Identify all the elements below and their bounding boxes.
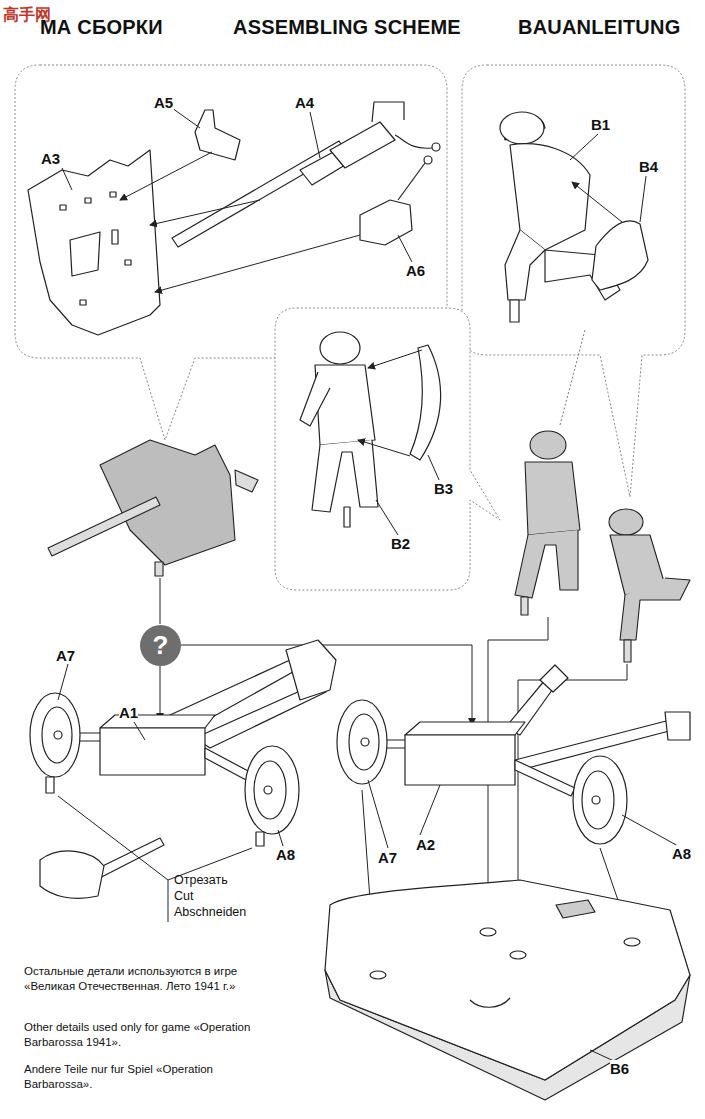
page-title: ASSEMBLING SCHEME xyxy=(233,16,461,39)
part-number: A7 xyxy=(56,647,75,664)
part-number: A2 xyxy=(416,836,435,853)
watermark: 高手网 xyxy=(3,6,51,24)
part-number: B1 xyxy=(590,116,611,133)
header-text: МА СБОРКИ xyxy=(40,16,163,39)
callout-bubble: B3B2 xyxy=(275,308,470,590)
footnote: Other details used only for game «Operat… xyxy=(24,1020,289,1050)
part-number: A6 xyxy=(405,262,426,279)
footnote: Остальные детали используются в игре «Ве… xyxy=(24,964,274,994)
part-number: A1 xyxy=(119,704,138,721)
header-text: BAUANLEITUNG xyxy=(518,16,680,39)
cut-note: Cut xyxy=(174,889,193,903)
cut-note: Abschneiden xyxy=(174,905,246,919)
part-number: A8 xyxy=(672,845,691,862)
part-number: A8 xyxy=(276,846,295,863)
question-circle: ? xyxy=(140,625,181,666)
callout-bubble: B1B4 xyxy=(462,65,685,355)
cut-note: Отрезать xyxy=(174,873,228,887)
question-mark: ? xyxy=(152,631,170,661)
callout-bubble: A5 A4A3A6 xyxy=(15,65,447,358)
part-number: B2 xyxy=(390,535,411,552)
part-number: B3 xyxy=(433,480,454,497)
part-number: B6 xyxy=(610,1060,629,1077)
part-number: A7 xyxy=(378,849,397,866)
part-number: B4 xyxy=(638,158,659,175)
part-number: A4 xyxy=(294,94,315,111)
footnote: Andere Teile nur fur Spiel «Operation Ba… xyxy=(24,1062,249,1092)
part-number: A5 xyxy=(153,94,174,111)
part-number: A3 xyxy=(40,150,61,167)
